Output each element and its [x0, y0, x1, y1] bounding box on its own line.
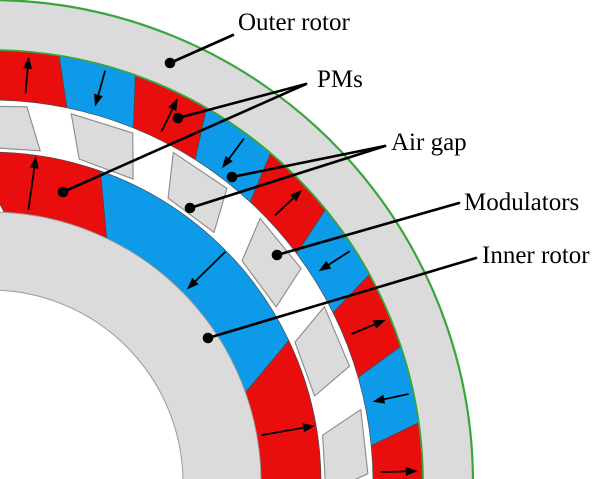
leader-dot-air-gap — [226, 171, 238, 183]
inner-rotor-ring — [0, 211, 262, 479]
label-pms: PMs — [317, 66, 363, 93]
inner-pm-magnetization-arrow-head — [186, 277, 199, 290]
modulator-segment — [70, 113, 134, 180]
outer-rotor-ring — [0, 0, 473, 479]
leader-dot-air-gap — [184, 202, 196, 214]
modulator-ring — [0, 105, 369, 479]
outer-pm-magnetization-arrow-shaft — [97, 70, 106, 96]
leader-dot-pms — [172, 112, 184, 124]
leader-line-air-gap — [188, 144, 387, 210]
leader-line-modulators — [275, 201, 461, 257]
inner-pm-magnetization-arrow-shaft — [194, 251, 227, 282]
outer-pm-magnetization-arrow-head — [318, 260, 332, 272]
label-modulators: Modulators — [464, 189, 579, 216]
outer-pm-magnetization-arrow-head — [23, 56, 33, 70]
leader-line-pms — [61, 82, 308, 194]
leader-line-air-gap — [230, 144, 387, 179]
outer-pm-magnetization-arrow-shaft — [351, 323, 375, 335]
outer-pm-magnetization-arrow-head — [222, 156, 233, 169]
outer-pm-magnetization-arrow-head — [168, 98, 178, 112]
outer-rotor-outer-edge — [0, 0, 475, 479]
inner-rotor-iron — [0, 211, 262, 479]
leader-line-inner-rotor — [206, 256, 478, 340]
outer-pm-magnetization-arrow-head — [405, 466, 418, 476]
outer-pm-magnetization-arrow-shaft — [24, 68, 29, 94]
leader-dot-outer-rotor — [164, 57, 176, 69]
label-inner-rotor: Inner rotor — [482, 242, 590, 269]
outer-pm-segment-red — [0, 49, 68, 109]
outer-pm-magnetization-arrow-shaft — [384, 393, 409, 401]
inner-pm-magnetization-arrow-shaft — [27, 167, 36, 210]
leader-line-outer-rotor — [168, 33, 235, 65]
outer-pm-magnetization-arrow-head — [94, 93, 103, 107]
modulator-segment — [322, 408, 369, 479]
label-air-gap: Air gap — [391, 129, 467, 156]
outer-pm-magnetization-arrow-shaft — [228, 137, 245, 160]
modulator-segment — [294, 305, 351, 397]
outer-pm-magnetization-arrow-shaft — [274, 197, 294, 216]
modulator-segment — [167, 151, 228, 234]
leader-dot-inner-rotor — [202, 332, 214, 344]
outer-pm-magnetization-arrow-head — [372, 394, 386, 404]
leader-lines — [57, 33, 478, 344]
label-outer-rotor: Outer rotor — [238, 9, 350, 36]
outer-rotor-green-edges — [0, 0, 475, 479]
outer-rotor-iron — [0, 0, 473, 479]
outer-pm-magnetization-arrow-head — [290, 190, 302, 202]
inner-pm-magnetization-arrow-head — [302, 423, 315, 433]
outer-pm-magnetization-arrow-shaft — [328, 250, 351, 266]
magnetization-arrows — [23, 56, 418, 476]
modulator-segment — [0, 105, 41, 152]
leader-dot-modulators — [271, 249, 283, 261]
leader-dot-pms — [57, 186, 69, 198]
leader-line-pms — [176, 82, 308, 120]
outer-pm-magnetization-arrow-shaft — [160, 108, 174, 132]
outer-rotor-inner-edge — [0, 49, 424, 479]
outer-pm-magnetization-arrow-head — [372, 319, 386, 329]
outer-pm-magnetization-arrow-shaft — [380, 470, 406, 473]
inner-pm-magnetization-arrow-shaft — [261, 426, 304, 436]
inner-pm-magnetization-arrow-head — [29, 156, 39, 169]
